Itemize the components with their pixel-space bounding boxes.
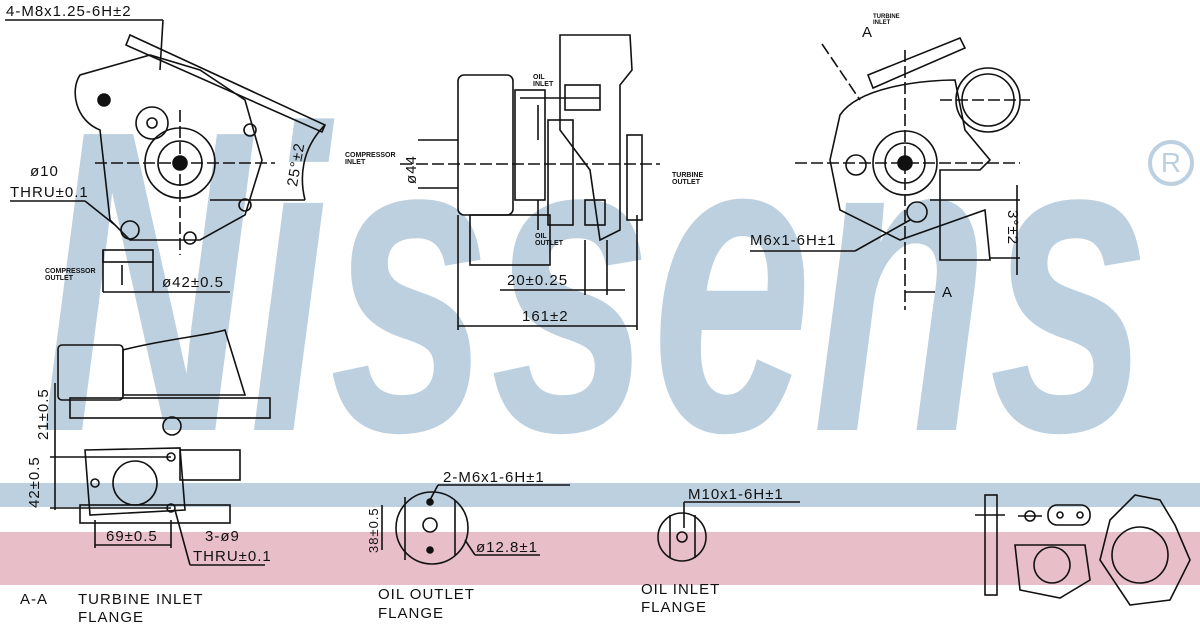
dim-161: 161±2 <box>522 308 569 325</box>
side-view <box>400 34 660 330</box>
turbine-end-view <box>750 36 1030 310</box>
oil-inlet-flange-title-2: FLANGE <box>641 599 708 616</box>
oil-inlet-flange-view <box>657 501 800 562</box>
dim-20: 20±0.25 <box>507 272 569 289</box>
oil-outlet-dia-dim: ø12.8±1 <box>476 539 538 556</box>
registered-mark: R <box>1148 140 1194 186</box>
label-line: TURBINE <box>873 14 900 20</box>
label-line: OIL <box>533 74 545 81</box>
label-line: INLET <box>345 159 366 167</box>
dim-42: 42±0.5 <box>26 456 43 508</box>
oil-outlet-flange-view <box>381 484 570 565</box>
label-line: COMPRESSOR <box>345 152 396 159</box>
hole-diameter-dim: ø10 <box>30 163 59 180</box>
watermark-blue-band <box>0 483 1200 507</box>
turbine-inlet-flange-view <box>50 328 271 566</box>
hole-thru-dim: THRU±0.1 <box>10 184 89 201</box>
label-line: COMPRESSOR <box>45 268 96 275</box>
watermark-pink-band <box>0 532 1200 585</box>
label-line: OUTLET <box>672 179 700 187</box>
label-line: INLET <box>533 81 554 89</box>
oil-outlet-flange-title: OIL OUTLET <box>378 586 475 603</box>
dim-38: 38±0.5 <box>366 507 381 553</box>
section-mark-a-bottom: A <box>942 284 954 301</box>
angle-3-dim: 3°±2 <box>1004 210 1021 245</box>
compressor-end-view <box>5 19 327 293</box>
gasket-set <box>975 494 1191 606</box>
thread-callout-2-m6: 2-M6x1-6H±1 <box>443 469 545 486</box>
turbine-inlet-flange-title-2: FLANGE <box>78 609 145 626</box>
label-line: OUTLET <box>535 240 563 248</box>
label-line: TURBINE <box>672 172 704 179</box>
inlet-diameter-dim: ø44 <box>403 155 420 184</box>
oil-inlet-flange-title: OIL INLET <box>641 581 721 598</box>
label-line: INLET <box>873 20 891 27</box>
label-line: OUTLET <box>45 275 73 283</box>
flange-holes-thru: THRU±0.1 <box>193 548 272 565</box>
compressor-outlet-dia-dim: ø42±0.5 <box>162 274 224 291</box>
thread-callout-m6: M6x1-6H±1 <box>750 232 837 249</box>
turbine-inlet-flange-title: TURBINE INLET <box>78 591 204 608</box>
label-line: OIL <box>535 233 547 240</box>
dim-69: 69±0.5 <box>106 528 158 545</box>
section-mark-a-top: A <box>862 24 874 41</box>
section-a-a-label: A-A <box>20 591 49 608</box>
dim-21: 21±0.5 <box>35 388 52 440</box>
flange-holes-callout: 3-ø9 <box>205 528 240 545</box>
thread-callout-m10: M10x1-6H±1 <box>688 486 784 503</box>
oil-outlet-flange-title-2: FLANGE <box>378 605 445 622</box>
thread-callout-m8: 4-M8x1.25-6H±2 <box>6 3 132 20</box>
